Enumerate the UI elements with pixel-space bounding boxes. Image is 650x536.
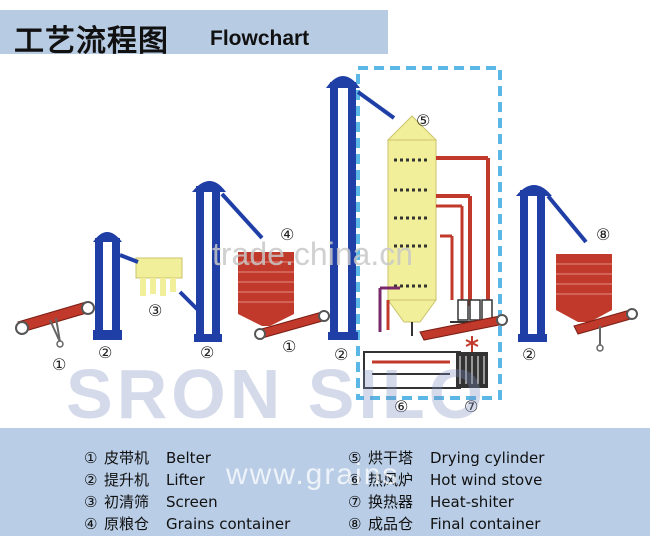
legend-cn: 烘干塔	[368, 449, 414, 467]
callout-1b: ①	[282, 337, 296, 356]
legend-en: Lifter	[166, 471, 205, 489]
grains-container	[238, 252, 294, 326]
trade-watermark: trade.china.cn	[212, 236, 414, 272]
legend-num: ⑤	[348, 449, 362, 467]
legend-num: ⑥	[348, 471, 362, 489]
drying-tower	[378, 115, 500, 336]
legend-item-final-container: ⑧ 成品仓 Final container	[348, 513, 540, 534]
legend-cn: 皮带机	[104, 449, 150, 467]
header-band	[0, 10, 388, 54]
legend-num: ⑦	[348, 493, 362, 511]
legend-num: ②	[84, 471, 98, 489]
legend-en: Grains container	[166, 515, 291, 533]
legend-num: ③	[84, 493, 98, 511]
process-flow-diagram: ① ② ③ ② ① ④ ② ⑤ ⑥ ⑦ ② ⑧	[15, 66, 638, 416]
legend-item-lifter: ② 提升机 Lifter	[84, 469, 205, 490]
legend-en: Drying cylinder	[430, 449, 545, 467]
callout-5: ⑤	[416, 111, 430, 130]
legend-item-heat-shiter: ⑦ 换热器 Heat-shiter	[348, 491, 514, 512]
legend-item-screen: ③ 初清筛 Screen	[84, 491, 218, 512]
callout-7: ⑦	[464, 397, 478, 416]
belt-conveyor-1	[15, 301, 95, 348]
pre-cleaning-screen	[119, 253, 183, 296]
callout-4: ④	[280, 225, 294, 244]
legend-item-hot-wind-stove: ⑥ 热风炉 Hot wind stove	[348, 469, 542, 490]
legend-num: ④	[84, 515, 98, 533]
page-title-cn: 工艺流程图	[14, 24, 169, 59]
legend-cn: 热风炉	[368, 471, 414, 489]
legend-panel	[0, 428, 650, 536]
bucket-elevator-2	[178, 181, 264, 342]
legend-num: ①	[84, 449, 98, 467]
callout-1a: ①	[52, 355, 66, 374]
callout-3: ③	[148, 301, 162, 320]
legend-item-belter: ① 皮带机 Belter	[84, 447, 211, 468]
legend-cn: 成品仓	[368, 515, 414, 533]
legend-item-drying-cylinder: ⑤ 烘干塔 Drying cylinder	[348, 447, 544, 468]
belt-conveyor-2	[254, 310, 330, 340]
callout-2c: ②	[334, 345, 348, 364]
bucket-elevator-1	[93, 232, 122, 340]
legend-cn: 提升机	[104, 471, 150, 489]
legend-en: Screen	[166, 493, 218, 511]
website-watermark: www.grains	[226, 458, 400, 491]
hot-wind-stove-and-heat-exchanger	[363, 336, 488, 389]
page-title-en: Flowchart	[210, 27, 310, 50]
legend-en: Heat-shiter	[430, 493, 514, 511]
callout-2d: ②	[522, 345, 536, 364]
brand-watermark: SRON SILO	[66, 355, 488, 433]
legend-cn: 初清筛	[104, 493, 150, 511]
legend-en: Belter	[166, 449, 211, 467]
bucket-elevator-3	[326, 76, 396, 340]
drying-section-frame	[356, 66, 502, 400]
callout-2b: ②	[200, 343, 214, 362]
final-container	[556, 254, 638, 352]
callout-6: ⑥	[394, 397, 408, 416]
legend-num: ⑧	[348, 515, 362, 533]
legend-cn: 换热器	[368, 493, 414, 511]
belt-conveyor-3	[419, 314, 508, 341]
legend-en: Hot wind stove	[430, 471, 543, 489]
legend-item-grains-container: ④ 原粮仓 Grains container	[84, 513, 290, 534]
legend-en: Final container	[430, 515, 541, 533]
callout-2a: ②	[98, 343, 112, 362]
legend-cn: 原粮仓	[104, 515, 150, 533]
bucket-elevator-4	[516, 185, 588, 342]
callout-8: ⑧	[596, 225, 610, 244]
